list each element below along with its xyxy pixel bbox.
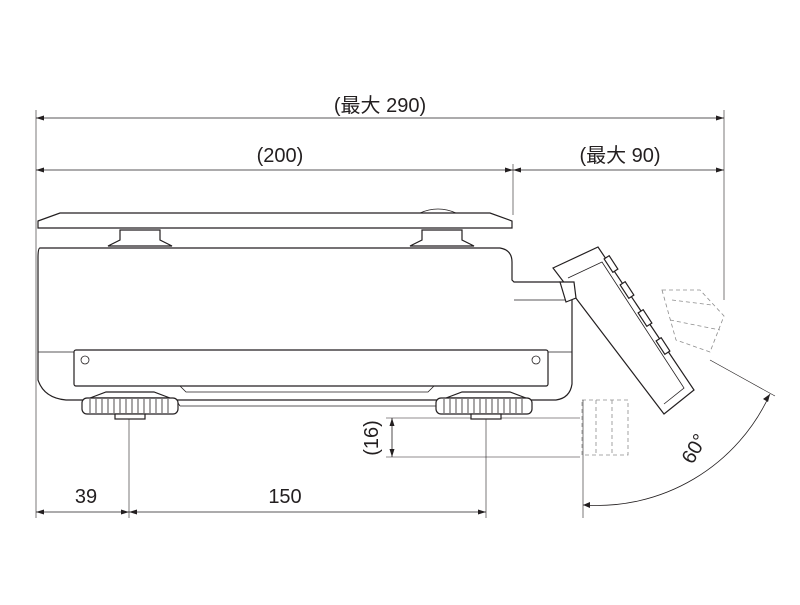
scale-body bbox=[37, 247, 573, 407]
foot-height-label: (16) bbox=[361, 420, 383, 456]
weighing-pan bbox=[37, 208, 513, 247]
display-ghost-upright bbox=[581, 399, 629, 456]
display-ghost-tilted bbox=[661, 289, 725, 353]
dimension-foot-pitch: 150 bbox=[129, 486, 486, 515]
foot-right bbox=[435, 391, 533, 420]
tilt-angle-label: 60° bbox=[678, 430, 712, 467]
dimension-platform: (200) bbox=[36, 145, 513, 173]
display-max-label: (最大 90) bbox=[579, 144, 660, 167]
display-unit-tilted bbox=[552, 246, 695, 415]
foot-pitch-label: 150 bbox=[268, 486, 301, 508]
dimension-overall-max: (最大 290) bbox=[36, 94, 724, 121]
platform-label: (200) bbox=[257, 145, 304, 167]
dimension-foot-offset: 39 bbox=[36, 486, 129, 515]
foot-left bbox=[81, 391, 179, 420]
overall-max-label: (最大 290) bbox=[334, 94, 426, 117]
dimension-foot-height: (16) bbox=[361, 418, 395, 457]
foot-offset-label: 39 bbox=[75, 486, 97, 508]
dimension-display-max: (最大 90) bbox=[513, 144, 724, 173]
